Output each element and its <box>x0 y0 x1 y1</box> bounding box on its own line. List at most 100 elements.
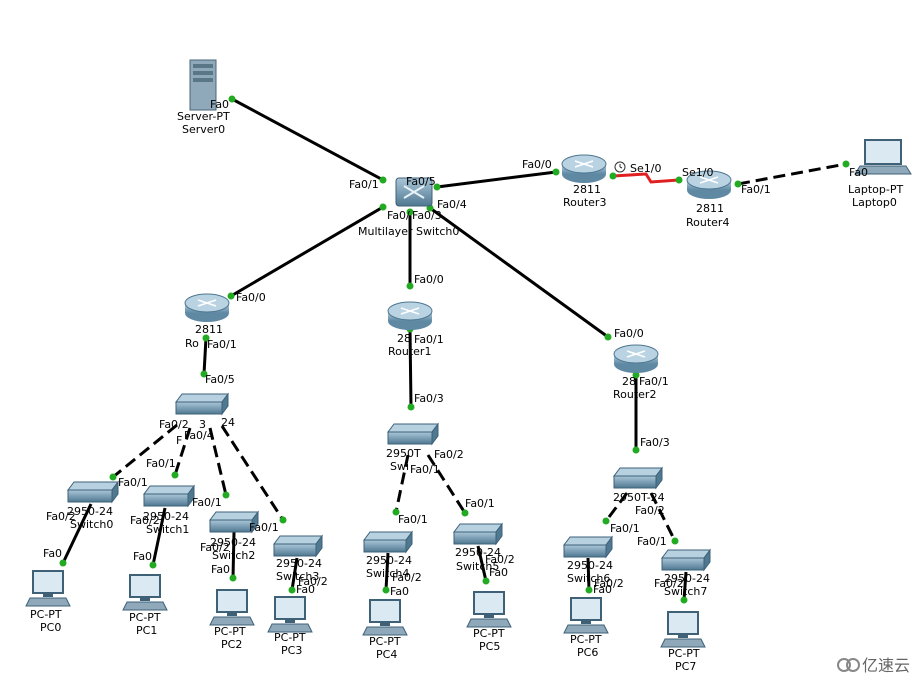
switch7-device[interactable]: 2950-24 Switch7 <box>661 548 711 598</box>
port-label: Fa0 <box>489 566 508 579</box>
link-switch7-pc7[interactable] <box>682 571 688 601</box>
link-switch6-pc6[interactable] <box>586 557 591 591</box>
pc2-device[interactable]: PC-PT PC2 <box>209 589 255 651</box>
link-switch2-pc2[interactable] <box>231 531 236 579</box>
link-switch0-pc0[interactable] <box>61 503 93 564</box>
pc5-device[interactable]: PC-PT PC5 <box>466 591 512 653</box>
port-label: Fa0/1 <box>146 457 176 470</box>
device-model: 2950-24 <box>455 546 501 559</box>
laptop-device[interactable]: Laptop-PT Laptop0 <box>848 139 912 209</box>
device-model: PC-PT <box>214 625 246 638</box>
port-label: Fa0/2 <box>159 418 189 431</box>
switch-icon <box>209 510 259 534</box>
link-router0-switch[interactable] <box>202 337 208 375</box>
router1-device[interactable]: 28 Router1 <box>387 301 433 358</box>
link-switch3-pc3[interactable] <box>290 557 299 591</box>
link-server-mls[interactable] <box>231 97 384 182</box>
link-switch1-pc1[interactable] <box>151 507 167 566</box>
pc0-device[interactable]: PC-PT PC0 <box>25 570 71 634</box>
port-label: Fa0/1 <box>637 535 667 548</box>
server-device[interactable]: Server-PT Server0 <box>177 59 230 136</box>
link-swa-switch0[interactable] <box>112 423 178 479</box>
port-label: Fa0/2 <box>298 575 328 588</box>
port-dot <box>229 574 237 582</box>
switch1-device[interactable]: 2950-24 Switch1 <box>143 484 195 536</box>
device-model: 28 <box>622 375 636 388</box>
switch-icon <box>67 480 119 504</box>
device-model: PC-PT <box>473 627 505 640</box>
pc3-device[interactable]: PC-PT PC3 <box>267 596 313 657</box>
device-name: Router2 <box>613 388 656 401</box>
device-model: 2950-24 <box>210 536 256 549</box>
link-swa-switch3[interactable] <box>220 425 285 521</box>
pc1-device[interactable]: PC-PT PC1 <box>122 574 168 637</box>
device-name: PC0 <box>40 621 61 634</box>
pc6-device[interactable]: PC-PT PC6 <box>563 597 609 659</box>
link-swa-switch2[interactable] <box>208 427 228 496</box>
device-name: PC3 <box>281 644 302 657</box>
link-mls-router2[interactable] <box>429 206 609 339</box>
port-dot <box>379 203 387 211</box>
router-icon <box>686 170 732 199</box>
device-model: PC-PT <box>129 611 161 624</box>
link-swc-switch6[interactable] <box>604 492 629 522</box>
port-dot <box>842 160 850 168</box>
device-name: Switch4 <box>366 567 409 580</box>
watermark: 亿速云 <box>837 656 910 675</box>
pc4-device[interactable]: PC-PT PC4 <box>362 599 408 661</box>
switch-b-device[interactable]: 2950T Swi <box>386 422 439 473</box>
device-name: Switch1 <box>146 523 189 536</box>
link-switch4-pc4[interactable] <box>384 552 390 591</box>
port-label: Fa0/4 <box>184 429 214 442</box>
port-label: Fa0 <box>133 550 152 563</box>
port-dot <box>279 516 287 524</box>
router3-device[interactable]: 2811 Router3 <box>561 154 607 209</box>
switch3-device[interactable]: 2950-24 Switch3 <box>273 534 323 583</box>
link-swb-switch5[interactable] <box>426 454 467 514</box>
link-router4-laptop[interactable] <box>737 162 847 186</box>
switch0-device[interactable]: 2950-24 Switch0 <box>67 480 119 531</box>
pc7-device[interactable]: PC-PT PC7 <box>660 611 706 673</box>
device-name: PC5 <box>479 640 500 653</box>
port-label: Fa0 <box>296 583 315 596</box>
link-router1-switch[interactable] <box>408 328 413 408</box>
router4-device[interactable]: 2811 Router4 <box>686 170 732 229</box>
link-mls-router0[interactable] <box>230 205 384 298</box>
port-label: Fa0/1 <box>349 178 379 191</box>
device-name: Switch3 <box>276 570 319 583</box>
port-label: Fa0 <box>211 563 230 576</box>
port-label: Fa0/1 <box>410 463 440 476</box>
port-label: Fa0/2 <box>200 541 230 554</box>
switch6-device[interactable]: 2950-24 Switch6 <box>563 535 613 585</box>
pc-icon <box>209 589 255 626</box>
port-label: Fa0/1 <box>465 497 495 510</box>
link-mls-router3[interactable] <box>436 170 557 189</box>
port-label: Fa0/1 <box>118 476 148 489</box>
port-label: Fa0/1 <box>639 375 669 388</box>
serial-link-router3-router4[interactable] <box>612 172 680 184</box>
port-dot <box>734 180 742 188</box>
switch4-device[interactable]: 2950-24 Switch4 <box>363 530 413 580</box>
port-label: Fa0/4 <box>437 198 467 211</box>
link-swb-switch4[interactable] <box>394 454 410 513</box>
device-name: PC6 <box>577 646 598 659</box>
port-label: Fa0/1 <box>207 338 237 351</box>
switch2-device[interactable]: 2950-24 Switch2 <box>209 510 259 562</box>
link-swc-switch7[interactable] <box>649 492 677 542</box>
watermark-logo-icon <box>837 658 860 672</box>
port-dot <box>604 333 612 341</box>
switch-a-device[interactable]: 24 F <box>175 392 235 447</box>
switch-c-device[interactable]: 2950T-24 <box>613 466 665 504</box>
link-switch5-pc5[interactable] <box>476 545 488 582</box>
router2-device[interactable]: 28 Router2 <box>613 344 659 401</box>
router0-device[interactable]: 2811 Ro <box>184 293 230 350</box>
device-model: 2811 <box>573 183 601 196</box>
port-label: Fa0 <box>849 166 868 179</box>
multilayer-switch-device[interactable]: Multilayer Switch0 <box>358 177 459 238</box>
switch-icon <box>273 534 323 558</box>
link-swa-switch1[interactable] <box>173 427 192 476</box>
switch5-device[interactable]: 2950-24 Switch5 <box>453 522 503 573</box>
router-icon <box>561 154 607 183</box>
port-label: Fa0/3 <box>414 392 444 405</box>
